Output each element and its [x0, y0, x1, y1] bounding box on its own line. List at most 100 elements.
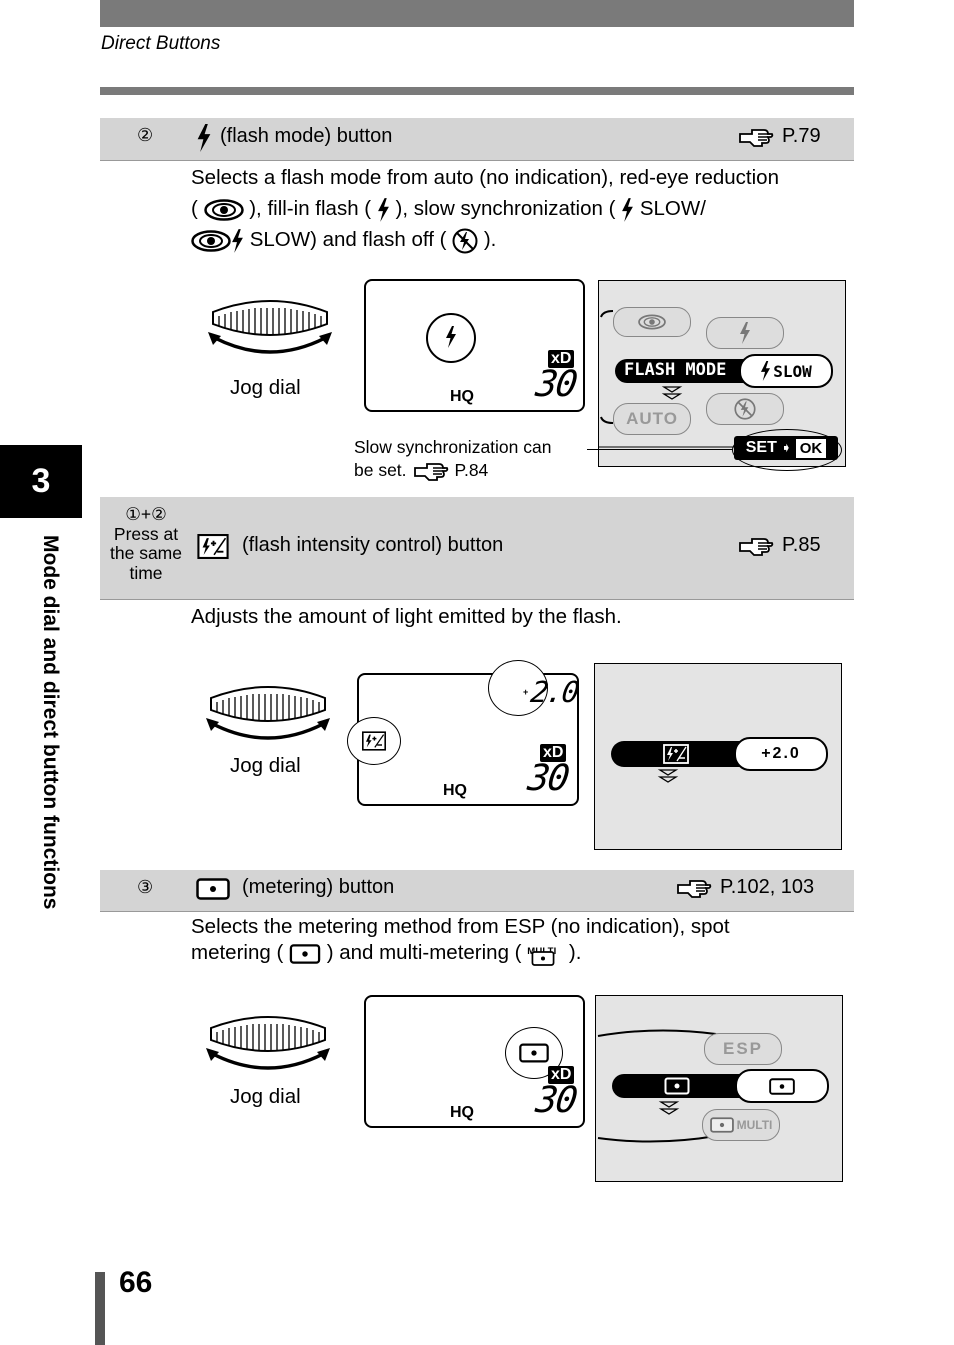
note-text: be set.: [354, 460, 407, 480]
scroll-arrows-icon: [661, 386, 683, 400]
auto-option[interactable]: AUTO: [613, 403, 691, 435]
page-reference-text: P.79: [782, 125, 821, 147]
flash-value-selected[interactable]: +2.0: [734, 737, 828, 771]
section-label-flash-mode: (flash mode) button: [220, 125, 393, 147]
camera-lcd-panel: xD HQ 30: [364, 279, 585, 412]
scroll-arrows-icon: [658, 1101, 680, 1115]
page-reference-text: P.85: [782, 534, 821, 556]
section-description-metering: Selects the metering method from ESP (no…: [191, 914, 851, 967]
menu-dial-arc: [597, 1029, 717, 1143]
spot-metering-icon: [664, 1077, 690, 1095]
page-header-title: Direct Buttons: [101, 33, 221, 54]
red-eye-option[interactable]: [613, 307, 691, 337]
flash-mode-indicator: [426, 313, 476, 363]
card-indicator: xD: [540, 744, 567, 762]
flash-off-icon: [734, 398, 756, 420]
camera-lcd-panel: + 2.0 xD HQ 30: [347, 660, 580, 806]
spot-metering-icon: [531, 951, 555, 966]
description-text: SLOW/: [639, 197, 706, 220]
description-text: (: [191, 197, 198, 220]
slow-label: SLOW: [773, 361, 812, 381]
spot-metering-icon: [289, 944, 321, 964]
pointing-hand-icon: [676, 877, 712, 899]
red-eye-icon: [191, 230, 231, 252]
description-line: Selects a flash mode from auto (no indic…: [191, 166, 779, 189]
description-text: ), slow synchronization (: [395, 197, 616, 220]
chapter-tab: 3: [0, 445, 82, 518]
section-label-flash-intensity: (flash intensity control) button: [242, 534, 504, 556]
camera-lcd-panel: xD HQ 30: [364, 995, 585, 1128]
section-description-flash-mode: Selects a flash mode from auto (no indic…: [191, 162, 851, 255]
flash-mode-menu-screen: FLASH MODE SLOW AUTO SET ➧ OK: [598, 280, 846, 471]
menu-title: FLASH MODE: [624, 360, 727, 380]
auto-label: AUTO: [626, 409, 678, 428]
section-number: ①+②: [125, 504, 167, 524]
section-band-flash-mode: [100, 118, 854, 161]
flash-value-label: +2.0: [761, 745, 801, 762]
jog-dial-icon: [203, 1014, 333, 1084]
esp-option[interactable]: ESP: [704, 1033, 782, 1065]
quality-indicator: HQ: [443, 782, 467, 799]
flash-bolt-icon: [621, 198, 634, 222]
press-line: time: [129, 562, 163, 583]
slow-sync-note: Slow synchronization can be set. P.84: [354, 436, 551, 482]
flash-compensation-value: 2.0: [528, 675, 580, 709]
quality-indicator: HQ: [450, 1104, 474, 1121]
pointing-hand-icon: [738, 535, 774, 557]
menu-dial-arc: [599, 310, 739, 448]
flash-bolt-icon: [196, 124, 212, 152]
press-together-note: ①+② Press at the same time: [104, 504, 188, 583]
jog-dial-label: Jog dial: [230, 376, 301, 399]
flash-compensation-indicator: [347, 717, 401, 765]
set-ok-highlight-circle: [732, 429, 842, 471]
description-line: Selects the metering method from ESP (no…: [191, 915, 730, 938]
card-indicator: xD: [548, 350, 575, 368]
red-eye-icon: [204, 199, 244, 221]
press-line: the same: [110, 543, 182, 563]
flash-bolt-icon: [231, 229, 244, 253]
jog-dial-label: Jog dial: [230, 1085, 301, 1108]
jog-dial-icon: [205, 298, 335, 368]
header-rule: [100, 87, 854, 95]
pointing-hand-icon: [738, 126, 774, 148]
header-bar: [100, 0, 854, 27]
description-text: metering (: [191, 941, 284, 964]
flash-compensation-icon: [663, 744, 689, 764]
description-text: ) and multi-metering (: [326, 941, 522, 964]
description-text: ), fill-in flash (: [249, 197, 372, 220]
spot-metering-icon: [710, 1117, 734, 1133]
esp-label: ESP: [722, 1039, 764, 1058]
shots-remaining: 30: [533, 364, 579, 405]
page-number: 66: [119, 1266, 153, 1299]
description-text: ).: [568, 941, 582, 964]
flash-off-option[interactable]: [706, 393, 784, 425]
flash-compensation-icon: [362, 731, 386, 751]
flash-bolt-icon: [739, 322, 751, 344]
page-reference-text: P.102, 103: [720, 876, 815, 898]
section-description-flash-intensity: Adjusts the amount of light emitted by t…: [191, 605, 622, 628]
quality-indicator: HQ: [450, 388, 474, 405]
slow-sync-option-selected[interactable]: SLOW: [739, 354, 833, 388]
spot-option-selected[interactable]: [735, 1069, 829, 1103]
note-line: be set. P.84: [354, 459, 551, 482]
note-line: Slow synchronization can: [354, 437, 552, 457]
flash-intensity-menu-screen: +2.0: [594, 663, 842, 850]
multi-label: MULTI: [736, 1118, 773, 1132]
jog-dial-icon: [203, 684, 333, 754]
page-reference: P.79: [738, 125, 821, 148]
page-reference: P.102, 103: [676, 876, 814, 899]
fill-in-flash-option[interactable]: [706, 317, 784, 349]
description-text: ).: [483, 228, 497, 251]
pointing-hand-icon: [413, 460, 449, 482]
spot-metering-icon: [196, 878, 230, 900]
flash-bolt-icon: [760, 361, 771, 381]
jog-dial-label: Jog dial: [230, 754, 301, 777]
flash-compensation-icon: [197, 534, 229, 559]
page-reference: P.85: [738, 534, 821, 557]
flash-off-icon: [452, 228, 478, 254]
card-indicator: xD: [548, 1066, 575, 1084]
red-eye-icon: [638, 314, 666, 330]
multi-option[interactable]: MULTI: [702, 1109, 780, 1141]
section-number: ③: [137, 877, 154, 897]
description-line: SLOW) and flash off ( ).: [191, 224, 851, 255]
